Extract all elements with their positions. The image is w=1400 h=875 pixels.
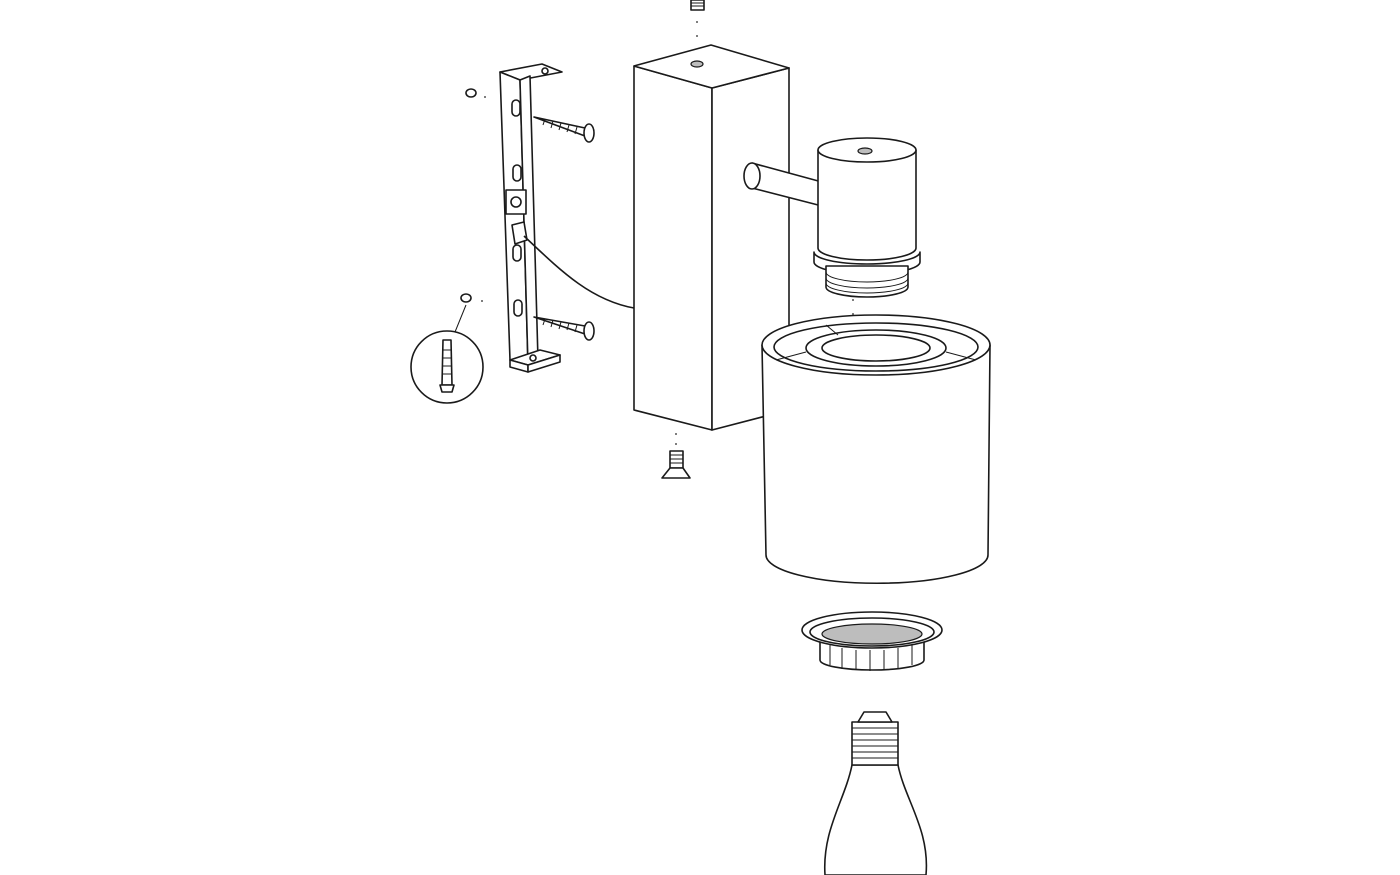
light-bulb — [823, 711, 928, 875]
top-screw — [690, 0, 705, 37]
washers — [460, 88, 486, 303]
shade-ring — [801, 611, 943, 671]
wall-screw-top — [533, 116, 595, 143]
socket-holder — [813, 137, 921, 315]
ground-wire — [523, 235, 635, 309]
wall-bracket — [499, 63, 635, 373]
wall-screw-bottom — [533, 316, 595, 341]
ground-terminal — [511, 221, 528, 245]
lamp-shade — [761, 314, 991, 585]
bottom-screw — [661, 433, 691, 479]
wall-plug-detail — [410, 304, 484, 404]
